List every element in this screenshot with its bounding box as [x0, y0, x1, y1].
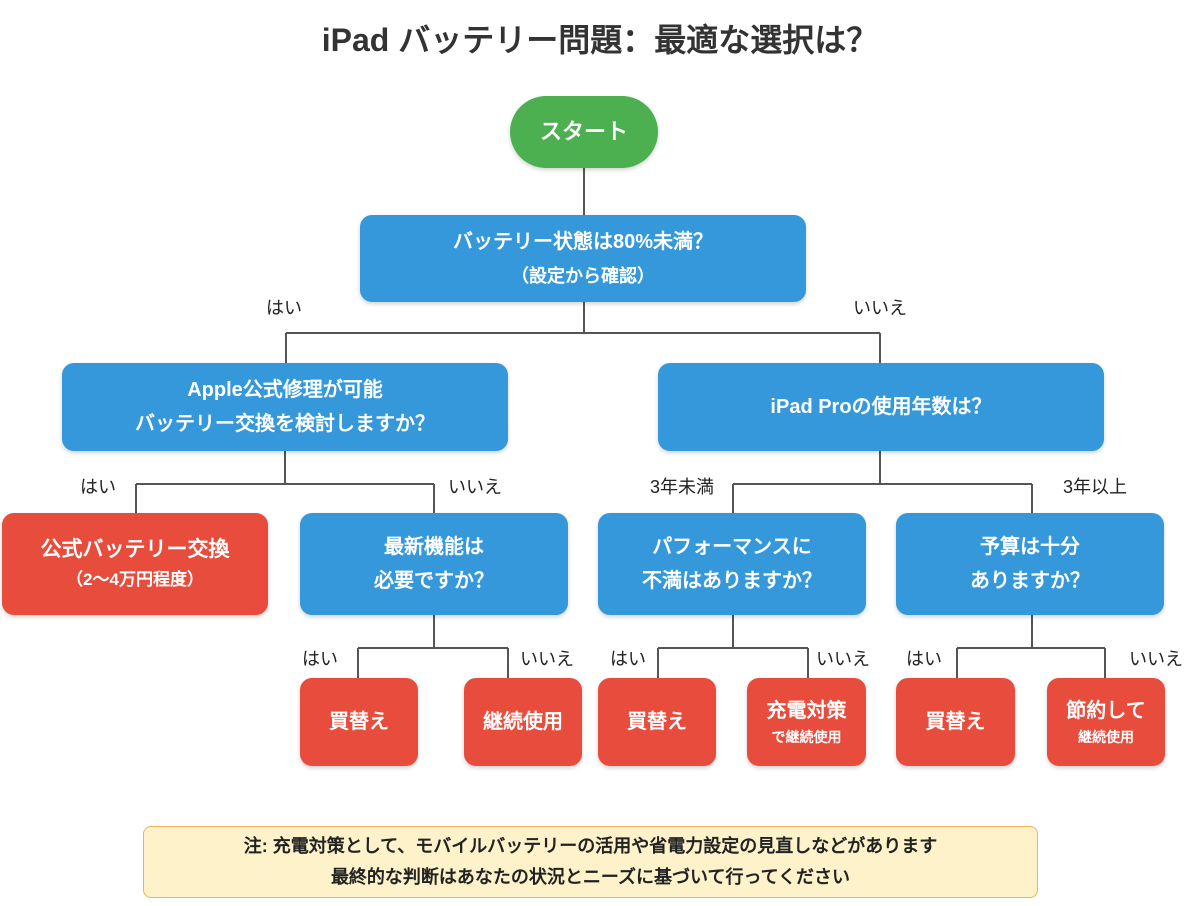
start-node: スタート — [510, 96, 658, 168]
apple-repair-line2: バッテリー交換を検討しますか？ — [135, 413, 435, 435]
connector-battery-split — [285, 302, 881, 363]
battery-health-line2: （設定から確認） — [511, 265, 655, 286]
edge-label-performance-yes: はい — [610, 649, 646, 669]
start-label: スタート — [539, 119, 628, 144]
connector-repair-split — [135, 451, 435, 513]
budget-no-line1: 節約して — [1066, 700, 1146, 722]
features-no-outcome: 継続使用 — [464, 678, 582, 766]
edge-label-features-no: いいえ — [520, 649, 574, 669]
note-line2: 最終的な判断はあなたの状況とニーズに基づいて行ってください — [330, 867, 851, 887]
features-yes-line1: 買替え — [329, 711, 389, 733]
performance-no-outcome: 充電対策 で継続使用 — [747, 678, 866, 766]
budget-yes-line1: 買替え — [925, 711, 986, 733]
budget-no-outcome: 節約して 継続使用 — [1047, 678, 1165, 766]
edge-label-battery-no: いいえ — [853, 298, 907, 318]
budget-line1: 予算は十分 — [980, 536, 1080, 558]
performance-line2: 不満はありますか？ — [642, 570, 822, 592]
battery-health-question: バッテリー状態は80%未満？ （設定から確認） — [360, 215, 806, 302]
connector-budget-split — [956, 615, 1106, 678]
usage-years-line1: iPad Proの使用年数は？ — [770, 396, 992, 418]
features-no-line1: 継続使用 — [483, 711, 563, 733]
official-replacement-outcome: 公式バッテリー交換 （2〜4万円程度） — [2, 513, 268, 615]
edge-label-years-over3: 3年以上 — [1062, 477, 1128, 497]
budget-line2: ありますか？ — [970, 570, 1090, 592]
performance-yes-outcome: 買替え — [598, 678, 716, 766]
edge-label-features-yes: はい — [302, 649, 338, 669]
performance-line1: パフォーマンスに — [652, 536, 812, 558]
budget-no-line2: 継続使用 — [1078, 729, 1134, 745]
budget-question: 予算は十分 ありますか？ — [896, 513, 1164, 615]
edge-label-battery-yes: はい — [266, 298, 302, 318]
connector-features-split — [357, 615, 509, 678]
edge-label-budget-no: いいえ — [1129, 649, 1183, 669]
latest-features-line1: 最新機能は — [384, 536, 484, 558]
note-box: 注: 充電対策として、モバイルバッテリーの活用や省電力設定の見直しなどがあります… — [143, 826, 1038, 898]
budget-yes-outcome: 買替え — [896, 678, 1015, 766]
edge-label-years-under3: 3年未満 — [649, 477, 715, 497]
official-replacement-line1: 公式バッテリー交換 — [40, 538, 230, 561]
edge-label-repair-yes: はい — [80, 477, 116, 497]
battery-health-line1: バッテリー状態は80%未満？ — [452, 230, 714, 253]
connector-performance-split — [657, 615, 809, 678]
latest-features-question: 最新機能は 必要ですか？ — [300, 513, 568, 615]
features-yes-outcome: 買替え — [300, 678, 418, 766]
performance-yes-line1: 買替え — [627, 711, 687, 733]
latest-features-line2: 必要ですか？ — [374, 570, 494, 592]
apple-repair-question: Apple公式修理が可能 バッテリー交換を検討しますか？ — [62, 363, 508, 451]
performance-no-line1: 充電対策 — [766, 700, 847, 722]
performance-no-line2: で継続使用 — [771, 729, 842, 745]
edge-label-budget-yes: はい — [906, 649, 942, 669]
diagram-title: iPad バッテリー問題：最適な選択は？ — [321, 22, 879, 58]
apple-repair-line1: Apple公式修理が可能 — [187, 379, 383, 401]
connector-years-split — [732, 451, 1033, 513]
note-line1: 注: 充電対策として、モバイルバッテリーの活用や省電力設定の見直しなどがあります — [243, 836, 938, 856]
performance-question: パフォーマンスに 不満はありますか？ — [598, 513, 866, 615]
edge-label-performance-no: いいえ — [816, 649, 870, 669]
edge-label-repair-no: いいえ — [448, 477, 502, 497]
usage-years-question: iPad Proの使用年数は？ — [658, 363, 1104, 451]
official-replacement-line2: （2〜4万円程度） — [66, 570, 204, 589]
